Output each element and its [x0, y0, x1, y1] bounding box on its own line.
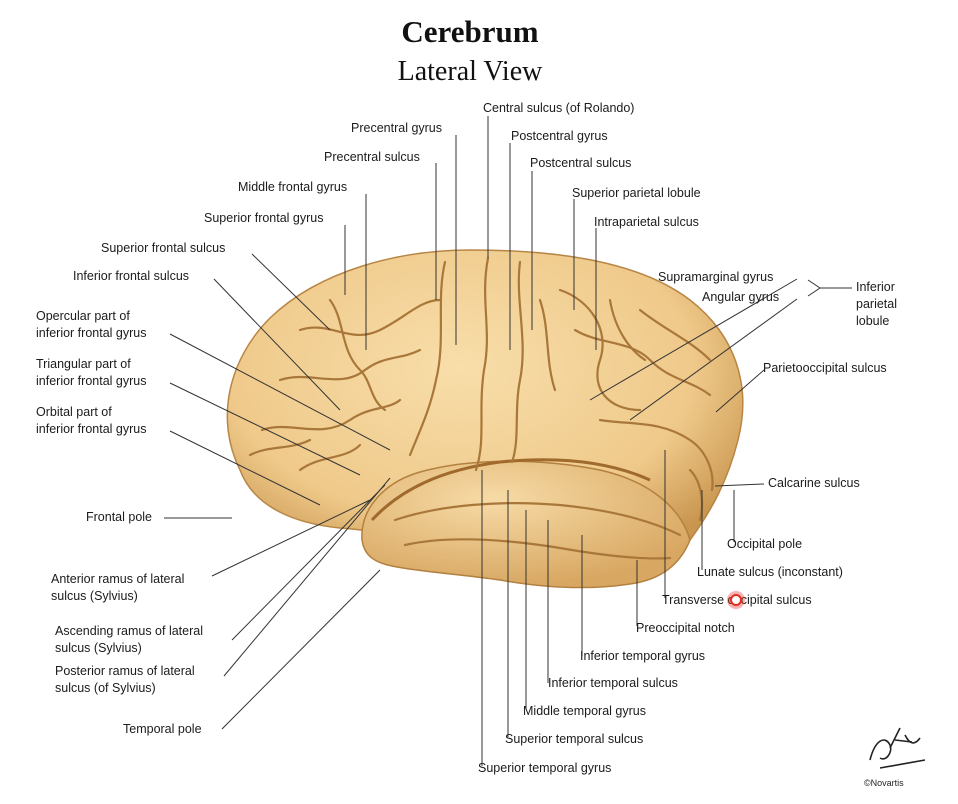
- label-inferior-temporal-gyrus: Inferior temporal gyrus: [580, 649, 706, 663]
- label-postcentral-gyrus: Postcentral gyrus: [511, 129, 608, 143]
- label-middle-frontal-gyrus: Middle frontal gyrus: [238, 180, 348, 194]
- diagram-title: Cerebrum: [401, 14, 539, 49]
- label-middle-temporal-gyrus: Middle temporal gyrus: [523, 704, 646, 718]
- label-parietooccipital-sulcus: Parietooccipital sulcus: [763, 361, 887, 375]
- label-precentral-gyrus: Precentral gyrus: [351, 121, 443, 135]
- label-triangular-part: Triangular part of inferior frontal gyru…: [36, 357, 147, 388]
- label-preoccipital-notch: Preoccipital notch: [636, 621, 735, 635]
- label-central-sulcus: Central sulcus (of Rolando): [483, 101, 635, 115]
- label-temporal-pole: Temporal pole: [123, 722, 202, 736]
- label-ascending-ramus: Ascending ramus of lateral sulcus (Sylvi…: [55, 624, 203, 655]
- cursor-indicator-icon: [727, 591, 745, 609]
- label-occipital-pole: Occipital pole: [727, 537, 803, 551]
- label-calcarine-sulcus: Calcarine sulcus: [768, 476, 860, 490]
- label-superior-frontal-sulcus: Superior frontal sulcus: [101, 241, 226, 255]
- label-anterior-ramus: Anterior ramus of lateral sulcus (Sylviu…: [51, 572, 185, 603]
- sulci-texture: [248, 256, 714, 560]
- label-angular-gyrus: Angular gyrus: [702, 290, 780, 304]
- label-intraparietal-sulcus: Intraparietal sulcus: [594, 215, 699, 229]
- label-orbital-part: Orbital part of inferior frontal gyrus: [36, 405, 147, 436]
- label-inferior-frontal-sulcus: Inferior frontal sulcus: [73, 269, 190, 283]
- label-postcentral-sulcus: Postcentral sulcus: [530, 156, 632, 170]
- diagram-subtitle: Lateral View: [397, 56, 543, 87]
- label-inferior-parietal-lobule: Inferior parietal lobule: [856, 280, 897, 328]
- label-superior-parietal-lobule: Superior parietal lobule: [572, 186, 701, 200]
- label-lunate-sulcus: Lunate sulcus (inconstant): [697, 565, 843, 579]
- label-inferior-temporal-sulcus: Inferior temporal sulcus: [548, 676, 678, 690]
- signature-copyright: ©Novartis: [864, 778, 904, 788]
- label-superior-temporal-sulcus: Superior temporal sulcus: [505, 732, 644, 746]
- artist-signature-drawing: [869, 727, 926, 769]
- label-supramarginal-gyrus: Supramarginal gyrus: [658, 270, 774, 284]
- label-frontal-pole: Frontal pole: [86, 510, 153, 524]
- label-posterior-ramus: Posterior ramus of lateral sulcus (of Sy…: [55, 664, 195, 695]
- label-precentral-sulcus: Precentral sulcus: [324, 150, 420, 164]
- leader-lines: [164, 116, 852, 766]
- label-superior-frontal-gyrus: Superior frontal gyrus: [204, 211, 324, 225]
- lateral-sulcus-line: [370, 458, 651, 522]
- label-superior-temporal-gyrus: Superior temporal gyrus: [478, 761, 612, 775]
- label-opercular-part: Opercular part of inferior frontal gyrus: [36, 309, 147, 340]
